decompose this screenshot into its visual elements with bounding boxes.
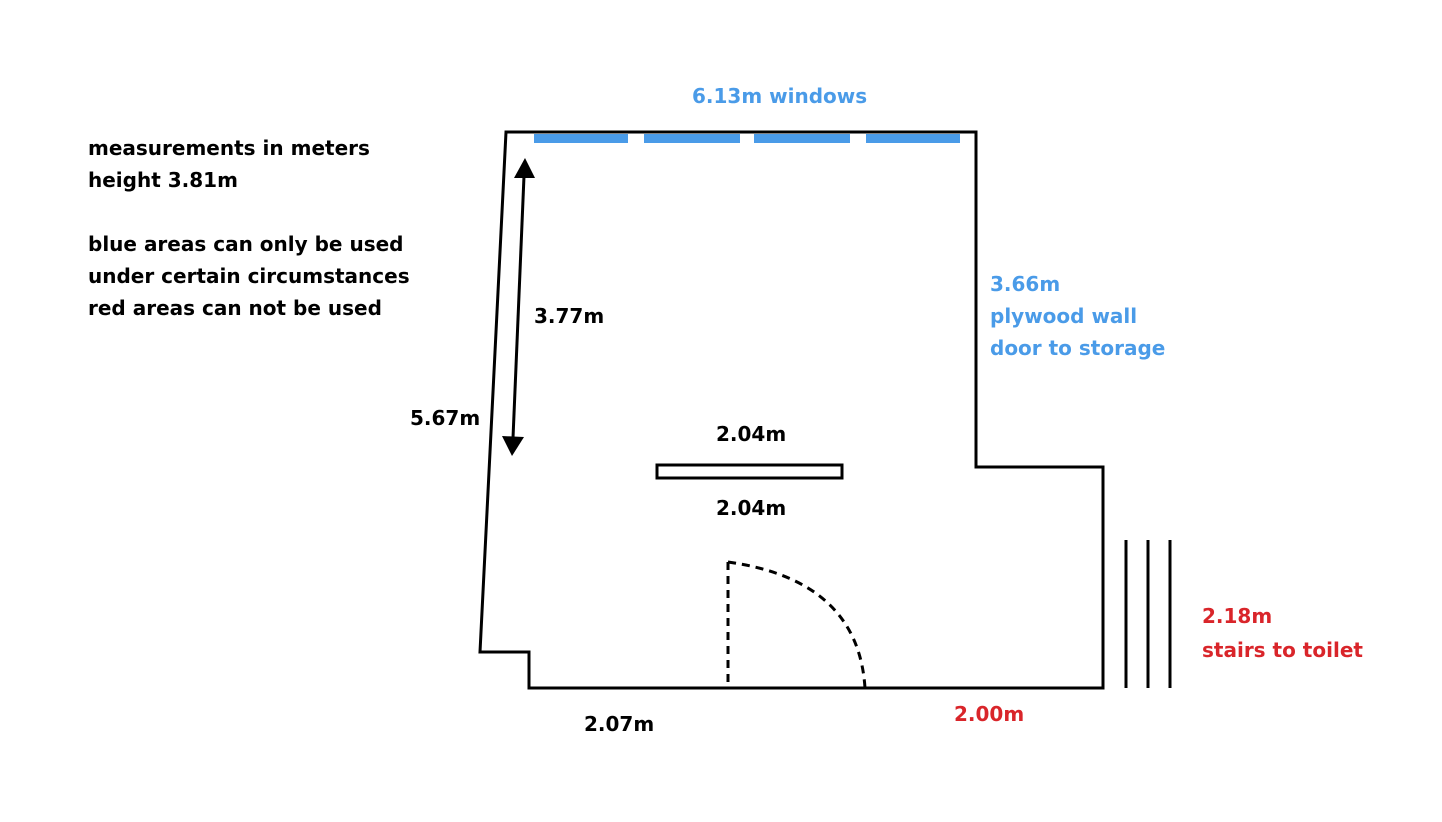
- notes-height: height 3.81m: [88, 168, 238, 192]
- windows-label: 6.13m windows: [692, 84, 868, 108]
- partition-wall: [655, 463, 844, 480]
- room-outline: [478, 130, 1105, 690]
- right-wall-material: plywood wall: [990, 304, 1138, 328]
- left-wall-length: 5.67m: [410, 406, 481, 430]
- notes-blue-line1: blue areas can only be used: [88, 232, 404, 256]
- window-segment: [866, 134, 960, 143]
- stairs: [1124, 540, 1172, 688]
- notes-blue-line2: under certain circumstances: [88, 264, 410, 288]
- windows: [534, 134, 960, 143]
- partition-bottom-length: 2.04m: [716, 496, 787, 520]
- right-wall-length: 3.66m: [990, 272, 1061, 296]
- stairs-length: 2.18m: [1202, 604, 1273, 628]
- stairs-label: stairs to toilet: [1202, 638, 1363, 662]
- notes-units: measurements in meters: [88, 136, 370, 160]
- window-segment: [644, 134, 740, 143]
- legend-notes: measurements in meters height 3.81m blue…: [88, 132, 410, 324]
- inner-arrow-length: 3.77m: [534, 304, 605, 328]
- window-segment: [754, 134, 850, 143]
- bottom-left-length: 2.07m: [584, 712, 655, 736]
- right-wall-door: door to storage: [990, 336, 1166, 360]
- door-swing: [726, 560, 867, 689]
- window-segment: [534, 134, 628, 143]
- height-arrow: [502, 158, 535, 456]
- notes-red: red areas can not be used: [88, 296, 382, 320]
- bottom-right-length: 2.00m: [954, 702, 1025, 726]
- partition-top-length: 2.04m: [716, 422, 787, 446]
